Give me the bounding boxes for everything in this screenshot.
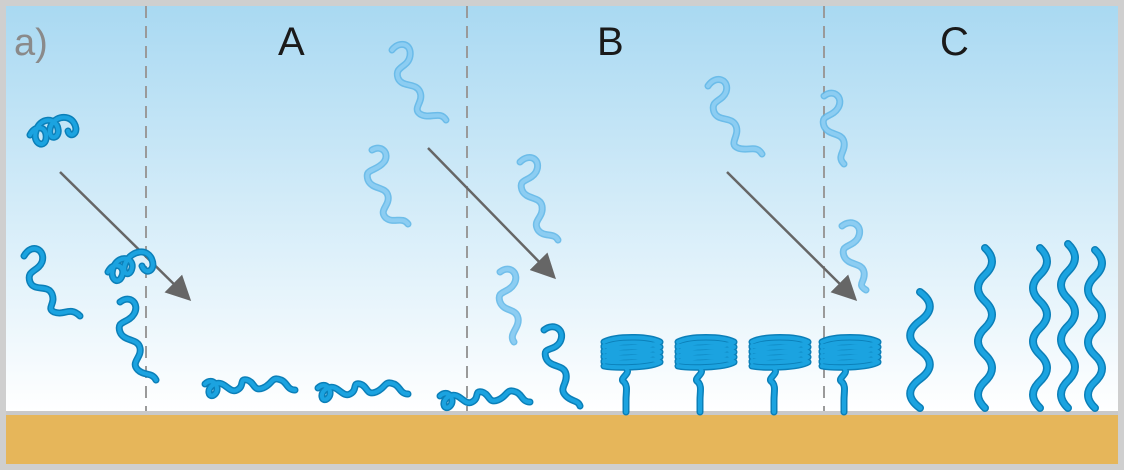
mushroom-chain <box>602 335 662 414</box>
coil-chain <box>28 115 78 146</box>
coil-chain <box>117 297 158 382</box>
solution-chains <box>363 40 870 346</box>
mushroom-group <box>600 334 882 416</box>
coil-chain <box>542 324 582 408</box>
mushroom-chain <box>750 335 810 414</box>
coil-chain <box>106 250 155 283</box>
panel-label-c: C <box>940 20 969 64</box>
flat-adsorbed-chains <box>201 375 534 412</box>
brush-chain <box>1030 245 1050 411</box>
coil-chain <box>22 246 82 318</box>
part-label: a) <box>14 22 48 64</box>
coil-chain <box>365 146 410 226</box>
substrate <box>6 415 1118 464</box>
flat-chain <box>316 381 410 402</box>
coil-chain <box>706 77 764 156</box>
panel-label-a: A <box>278 20 305 64</box>
arrow-panel-c <box>726 171 858 302</box>
panel-dividers <box>145 6 825 411</box>
coil-chain <box>518 155 560 242</box>
brush-chain <box>1058 241 1078 411</box>
flat-chain <box>438 389 532 410</box>
mushroom-chains <box>540 323 584 410</box>
mushroom-chain <box>676 335 736 414</box>
coil-chain <box>390 42 448 122</box>
substrate-edge <box>6 411 1118 415</box>
arrow-panel-a <box>59 171 192 302</box>
bright-chains <box>20 113 160 384</box>
panel-label-b: B <box>597 20 624 64</box>
coil-chain <box>821 91 847 166</box>
brush-chain <box>907 289 933 411</box>
adsorption-arrows <box>59 147 858 302</box>
brush-group <box>906 240 1106 412</box>
coil-chain <box>840 220 868 292</box>
flat-chain <box>203 377 297 398</box>
solution-background <box>6 6 1118 411</box>
coil-chain <box>497 267 521 344</box>
mushroom-chain <box>820 335 880 414</box>
brush-chain <box>975 245 995 411</box>
brush-chain <box>1085 247 1105 411</box>
arrow-panel-b <box>427 147 556 280</box>
